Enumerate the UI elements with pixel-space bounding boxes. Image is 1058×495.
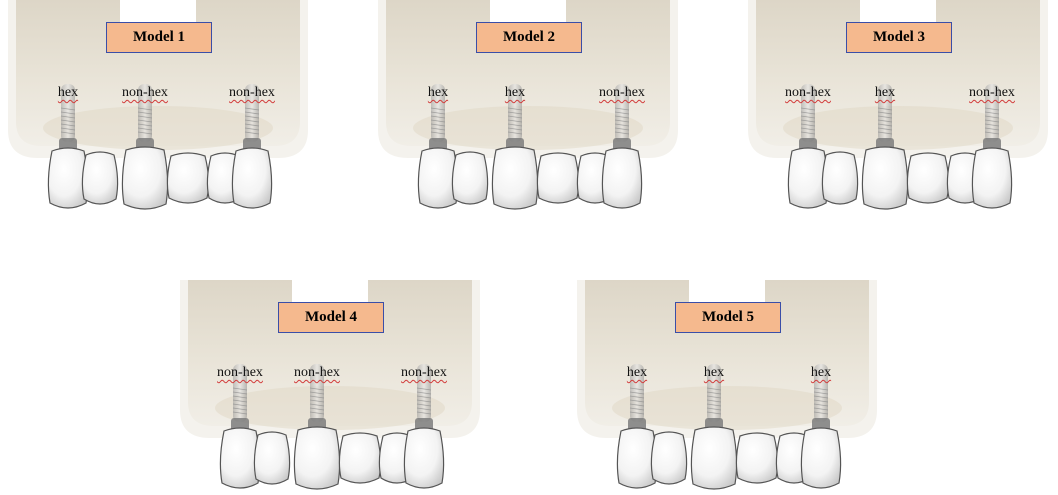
implant-type-label-1: non-hex [217,365,263,381]
crown-6 [232,148,271,208]
implant-type-label-1: hex [428,85,448,101]
implant-type-label-2: hex [505,85,525,101]
crown-row [220,427,443,489]
implant-type-label-1: hex [58,85,78,101]
crown-4 [736,433,777,483]
implant-type-label-1: non-hex [785,85,831,101]
crown-row [617,427,840,489]
crown-4 [537,153,578,203]
model-panel-4: Model 4 non-hex non-hex non-hex [180,280,480,495]
implant-type-label-2: non-hex [294,365,340,381]
implant-type-label-2: hex [704,365,724,381]
crown-3 [122,147,167,209]
crown-2 [82,152,117,204]
model-panel-3: Model 3 non-hex hex non-hex [748,0,1048,215]
crown-4 [167,153,208,203]
crown-4 [339,433,380,483]
model-title: Model 5 [675,302,781,333]
crown-row [48,147,271,209]
model-panel-2: Model 2 hex hex non-hex [378,0,678,215]
model-title: Model 2 [476,22,582,53]
model-panel-5: Model 5 hex hex hex [577,280,877,495]
model-panel-1: Model 1 hex non-hex non-hex [8,0,308,215]
crown-1 [220,428,259,488]
crown-6 [801,428,840,488]
crown-1 [788,148,827,208]
crown-row [418,147,641,209]
crown-4 [907,153,948,203]
crown-6 [602,148,641,208]
implant-type-label-3: non-hex [229,85,275,101]
model-title: Model 1 [106,22,212,53]
implant-type-label-3: non-hex [969,85,1015,101]
crown-6 [972,148,1011,208]
crown-6 [404,428,443,488]
crown-1 [48,148,87,208]
model-title: Model 4 [278,302,384,333]
bone-shadow [43,106,273,150]
crown-1 [617,428,656,488]
implant-type-label-1: hex [627,365,647,381]
implant-type-label-2: non-hex [122,85,168,101]
implant-type-label-3: hex [811,365,831,381]
bone-shadow [612,386,842,430]
crown-3 [492,147,537,209]
bone-shadow [413,106,643,150]
implant-type-label-3: non-hex [599,85,645,101]
implant-type-label-3: non-hex [401,365,447,381]
crown-3 [862,147,907,209]
crown-3 [691,427,736,489]
model-title: Model 3 [846,22,952,53]
crown-2 [254,432,289,484]
crown-2 [651,432,686,484]
crown-1 [418,148,457,208]
implant-type-label-2: hex [875,85,895,101]
crown-2 [822,152,857,204]
bone-shadow [783,106,1013,150]
crown-3 [294,427,339,489]
crown-row [788,147,1011,209]
crown-2 [452,152,487,204]
bone-shadow [215,386,445,430]
